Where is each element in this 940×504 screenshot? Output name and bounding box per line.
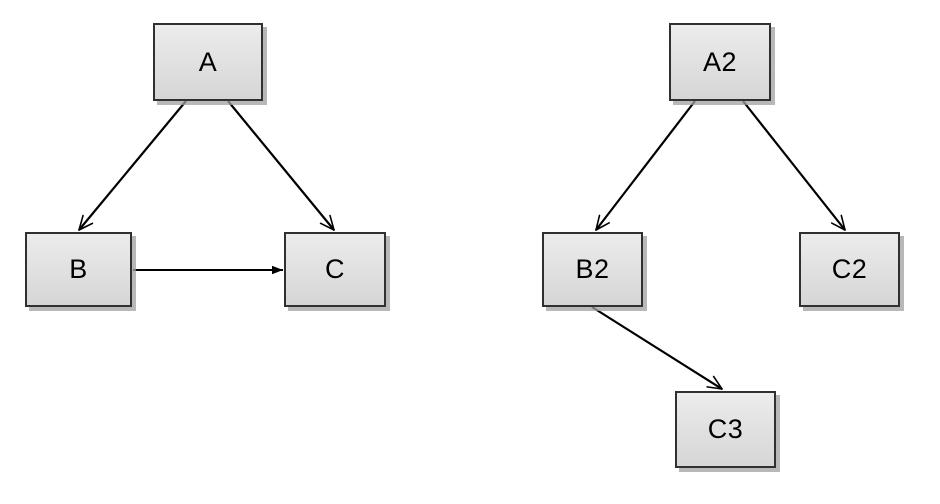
node-label: C [325,254,345,284]
edge-line [227,100,335,231]
edge-a-to-c [227,100,335,231]
arrowhead-icon [706,375,723,390]
edge-b2-to-c3 [591,306,723,390]
node-c[interactable]: C [284,232,386,307]
node-label: B2 [575,254,610,284]
edge-line [591,306,723,390]
node-c2[interactable]: C2 [799,232,900,307]
node-label: C2 [831,254,868,284]
edge-line [742,100,846,231]
edge-b-to-c [133,265,283,275]
edge-line [595,100,696,231]
edge-a2-to-c2 [742,100,846,231]
edge-a-to-b [78,100,187,231]
node-label: A [198,46,218,77]
node-c3[interactable]: C3 [675,391,776,468]
edge-a2-to-b2 [595,100,696,231]
node-b2[interactable]: B2 [542,232,643,307]
arrowhead-icon [272,265,283,275]
edge-line [78,100,187,231]
node-a2[interactable]: A2 [669,23,771,101]
node-b[interactable]: B [25,232,132,307]
node-a[interactable]: A [153,23,263,101]
node-label: C3 [707,414,744,444]
arrowhead-icon [830,214,846,231]
arrowhead-icon [319,214,335,231]
node-label: A2 [702,46,738,77]
arrowhead-icon [78,214,94,231]
node-label: B [69,254,88,284]
arrowhead-icon [595,214,610,231]
